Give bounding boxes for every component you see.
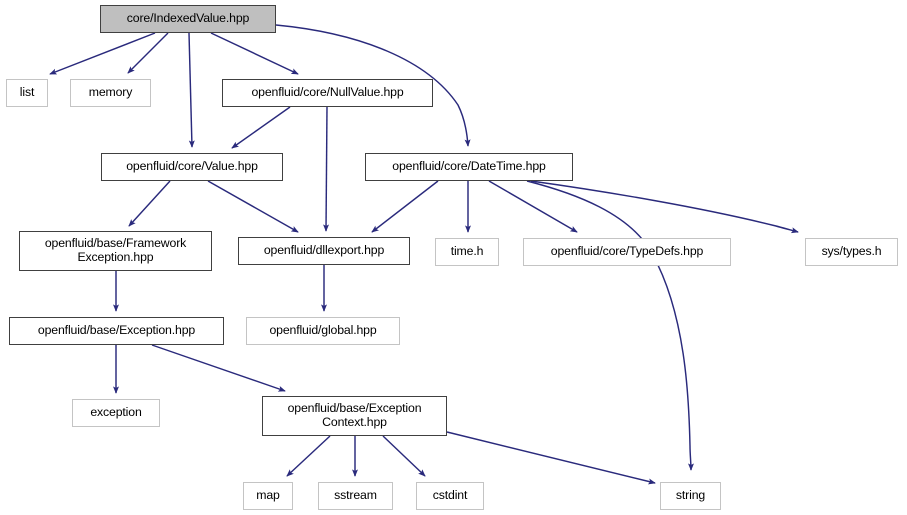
- edge-datetime-to-string: [526, 180, 694, 471]
- graph-node-indexedvalue[interactable]: core/IndexedValue.hpp: [100, 5, 276, 33]
- graph-node-typedefs[interactable]: openfluid/core/TypeDefs.hpp: [523, 238, 731, 266]
- graph-node-dllexport[interactable]: openfluid/dllexport.hpp: [238, 237, 410, 265]
- edge-nullvalue-to-value: [231, 106, 291, 149]
- graph-node-exception[interactable]: exception: [72, 399, 160, 427]
- graph-node-exceptioncontext[interactable]: openfluid/base/Exception Context.hpp: [262, 396, 447, 436]
- edge-indexedvalue-to-value: [188, 32, 195, 148]
- graph-node-sstream[interactable]: sstream: [318, 482, 393, 510]
- graph-node-label: core/IndexedValue.hpp: [126, 11, 250, 26]
- graph-node-label: map: [256, 488, 280, 503]
- edge-exceptionhpp-to-exceptioncontext: [151, 344, 286, 392]
- graph-node-label: openfluid/base/Framework Exception.hpp: [44, 236, 187, 264]
- edge-datetime-to-typedefs: [488, 180, 578, 233]
- graph-node-label: sys/types.h: [821, 244, 882, 259]
- edge-datetime-to-dllexport: [371, 180, 439, 233]
- graph-node-label: openfluid/core/TypeDefs.hpp: [550, 244, 704, 259]
- graph-node-nullvalue[interactable]: openfluid/core/NullValue.hpp: [222, 79, 433, 107]
- graph-node-globalhpp[interactable]: openfluid/global.hpp: [246, 317, 400, 345]
- graph-node-memory[interactable]: memory: [70, 79, 151, 107]
- edge-exceptioncontext-to-string: [446, 431, 656, 485]
- graph-node-label: string: [675, 488, 706, 503]
- edge-nullvalue-to-dllexport: [323, 106, 330, 232]
- edge-datetime-to-systypes: [530, 180, 799, 234]
- edge-indexedvalue-to-memory: [127, 32, 169, 74]
- graph-node-label: openfluid/core/Value.hpp: [126, 159, 258, 174]
- edge-indexedvalue-to-list: [49, 32, 156, 75]
- graph-node-label: openfluid/base/Exception Context.hpp: [287, 401, 422, 429]
- graph-node-datetime[interactable]: openfluid/core/DateTime.hpp: [365, 153, 573, 181]
- graph-node-label: openfluid/base/Exception.hpp: [37, 323, 196, 338]
- edge-value-to-dllexport: [207, 180, 299, 233]
- graph-node-label: list: [19, 85, 35, 100]
- graph-node-label: openfluid/core/DateTime.hpp: [392, 159, 546, 174]
- edge-exceptioncontext-to-map: [286, 435, 331, 477]
- graph-node-label: memory: [88, 85, 133, 100]
- graph-node-frameworkexception[interactable]: openfluid/base/Framework Exception.hpp: [19, 231, 212, 271]
- graph-node-list[interactable]: list: [6, 79, 48, 107]
- edge-value-to-frameworkexception: [128, 180, 171, 227]
- graph-node-string[interactable]: string: [660, 482, 721, 510]
- edge-exceptioncontext-to-cstdint: [382, 435, 426, 477]
- graph-node-exceptionhpp[interactable]: openfluid/base/Exception.hpp: [9, 317, 224, 345]
- graph-node-map[interactable]: map: [243, 482, 293, 510]
- edge-indexedvalue-to-nullvalue: [210, 32, 299, 75]
- graph-node-systypes[interactable]: sys/types.h: [805, 238, 898, 266]
- graph-node-label: exception: [90, 405, 142, 420]
- graph-node-label: openfluid/global.hpp: [269, 323, 377, 338]
- graph-node-label: openfluid/core/NullValue.hpp: [251, 85, 404, 100]
- graph-node-value[interactable]: openfluid/core/Value.hpp: [101, 153, 283, 181]
- graph-node-label: sstream: [334, 488, 377, 503]
- graph-node-cstdint[interactable]: cstdint: [416, 482, 484, 510]
- graph-node-label: cstdint: [432, 488, 468, 503]
- graph-node-label: time.h: [450, 244, 484, 259]
- graph-node-timeh[interactable]: time.h: [435, 238, 499, 266]
- graph-node-label: openfluid/dllexport.hpp: [263, 243, 385, 258]
